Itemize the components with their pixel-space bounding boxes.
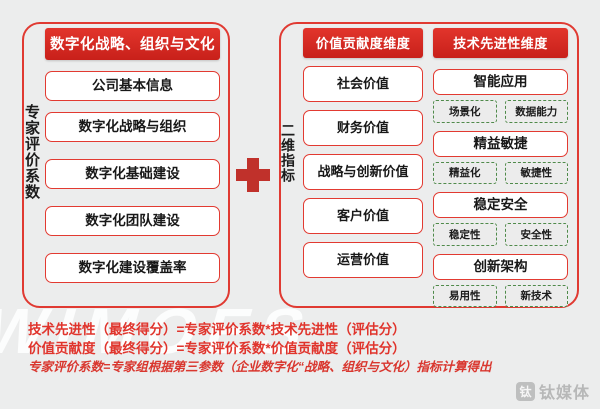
formula-block: 技术先进性（最终得分）=专家评价系数*技术先进性（评估分） 价值贡献度（最终得分… bbox=[28, 320, 588, 377]
item-digital-strategy-org[interactable]: 数字化战略与组织 bbox=[45, 112, 220, 142]
sub-row-intelligent-application: 场景化 数据能力 bbox=[433, 100, 568, 123]
item-customer-value[interactable]: 客户价值 bbox=[303, 198, 423, 234]
watermark-badge-icon: 钛 bbox=[515, 381, 535, 401]
sub-chip-data-capability[interactable]: 数据能力 bbox=[504, 100, 568, 123]
sub-row-innovative-architecture: 易用性 新技术 bbox=[433, 284, 568, 307]
sub-chip-new-technology[interactable]: 新技术 bbox=[504, 284, 568, 307]
two-dimension-side-label: 二维指标 bbox=[280, 123, 296, 183]
value-contribution-column: 价值贡献度维度 社会价值 财务价值 战略与创新价值 客户价值 运营价值 bbox=[303, 28, 423, 278]
column-header-digital-strategy: 数字化战略、组织与文化 bbox=[45, 28, 220, 60]
formula-note-expert-coefficient: 专家评价系数=专家组根据第三参数（企业数字化“战略、组织与文化）指标计算得出 bbox=[28, 360, 492, 375]
expert-coefficient-group bbox=[22, 22, 230, 308]
plus-icon bbox=[236, 158, 270, 192]
technology-advancement-column: 技术先进性维度 智能应用 场景化 数据能力 精益敏捷 精益化 敏捷性 稳定安全 … bbox=[433, 28, 568, 307]
sub-chip-lean[interactable]: 精益化 bbox=[433, 161, 497, 184]
item-intelligent-application[interactable]: 智能应用 bbox=[433, 69, 568, 95]
formula-line-technology: 技术先进性（最终得分）=专家评价系数*技术先进性（评估分） bbox=[28, 322, 406, 337]
sub-chip-usability[interactable]: 易用性 bbox=[433, 284, 497, 307]
expert-coefficient-side-label: 专家评价系数 bbox=[23, 104, 40, 200]
sub-chip-stability[interactable]: 稳定性 bbox=[433, 223, 497, 246]
item-financial-value[interactable]: 财务价值 bbox=[303, 110, 423, 146]
item-stable-secure[interactable]: 稳定安全 bbox=[433, 192, 568, 218]
sub-chip-scenario[interactable]: 场景化 bbox=[433, 100, 497, 123]
two-dimension-indicator-group bbox=[279, 22, 579, 308]
item-digital-team-building[interactable]: 数字化团队建设 bbox=[45, 206, 220, 236]
item-social-value[interactable]: 社会价值 bbox=[303, 66, 423, 102]
digital-strategy-column: 数字化战略、组织与文化 公司基本信息 数字化战略与组织 数字化基础建设 数字化团… bbox=[45, 28, 220, 283]
formula-line-value: 价值贡献度（最终得分）=专家评价系数*价值贡献度（评估分） bbox=[28, 341, 406, 357]
sub-row-stable-secure: 稳定性 安全性 bbox=[433, 223, 568, 246]
watermark-text: 钛媒体 bbox=[538, 385, 590, 402]
corner-watermark: 钛 钛媒体 bbox=[515, 379, 590, 403]
item-digital-coverage-rate[interactable]: 数字化建设覆盖率 bbox=[45, 253, 220, 283]
item-digital-infrastructure[interactable]: 数字化基础建设 bbox=[45, 159, 220, 189]
item-strategy-innovation-value[interactable]: 战略与创新价值 bbox=[303, 154, 423, 190]
sub-chip-agility[interactable]: 敏捷性 bbox=[504, 161, 568, 184]
sub-row-lean-agile: 精益化 敏捷性 bbox=[433, 161, 568, 184]
item-innovative-architecture[interactable]: 创新架构 bbox=[433, 253, 568, 280]
column-header-value-contribution: 价值贡献度维度 bbox=[303, 28, 423, 58]
indicator-system-diagram: 专家评价系数 数字化战略、组织与文化 公司基本信息 数字化战略与组织 数字化基础… bbox=[22, 22, 579, 308]
item-operation-value[interactable]: 运营价值 bbox=[303, 242, 423, 278]
item-company-basic-info[interactable]: 公司基本信息 bbox=[45, 71, 220, 101]
item-lean-agile[interactable]: 精益敏捷 bbox=[433, 130, 568, 157]
column-header-technology-advancement: 技术先进性维度 bbox=[433, 28, 568, 58]
sub-chip-security[interactable]: 安全性 bbox=[504, 223, 568, 246]
